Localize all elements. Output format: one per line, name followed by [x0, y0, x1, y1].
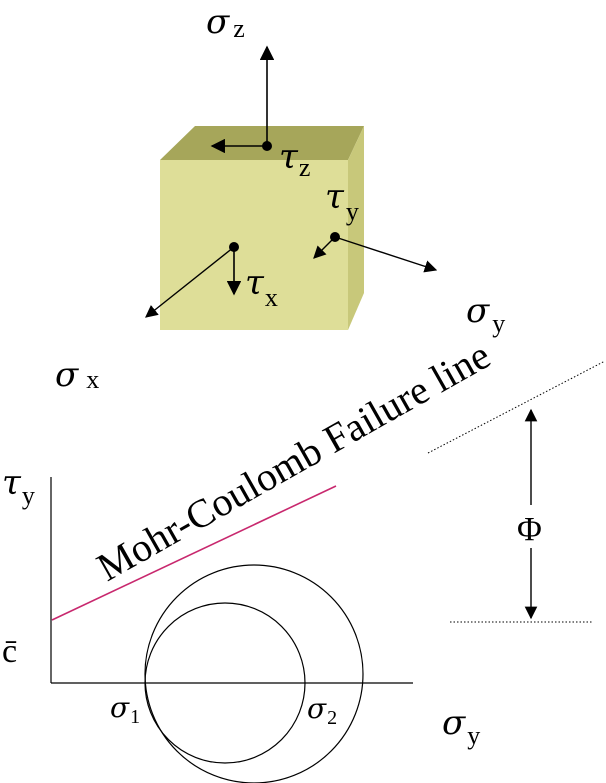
- sigma-x-arrow: [145, 246, 235, 318]
- label-phi: Φ: [517, 511, 542, 548]
- label-tau-z: τz: [279, 137, 310, 182]
- label-tau-y-axis: τy: [2, 463, 35, 510]
- mohr-circle-large: [144, 564, 364, 783]
- label-tau-y-cube: τy: [325, 177, 359, 226]
- label-c-bar: c̄: [2, 633, 17, 670]
- front-point: [229, 242, 239, 252]
- label-sigma-1: σ1: [110, 691, 140, 728]
- cube-front-face: [160, 160, 348, 330]
- sigma-y-arrow: [334, 236, 438, 273]
- failure-line-label: Mohr-Coulomb Failure line: [89, 332, 497, 590]
- label-tau-x: τx: [245, 263, 278, 312]
- side-point: [330, 232, 340, 242]
- label-sigma-2: σ2: [307, 692, 337, 729]
- label-sigma-y-axis: σy: [442, 703, 480, 750]
- cube-top-face: [160, 126, 364, 160]
- top-point: [262, 141, 272, 151]
- cube-right-face: [348, 126, 364, 330]
- mohr-plot: [50, 477, 413, 783]
- mohr-coulomb-failure-line: [51, 485, 337, 621]
